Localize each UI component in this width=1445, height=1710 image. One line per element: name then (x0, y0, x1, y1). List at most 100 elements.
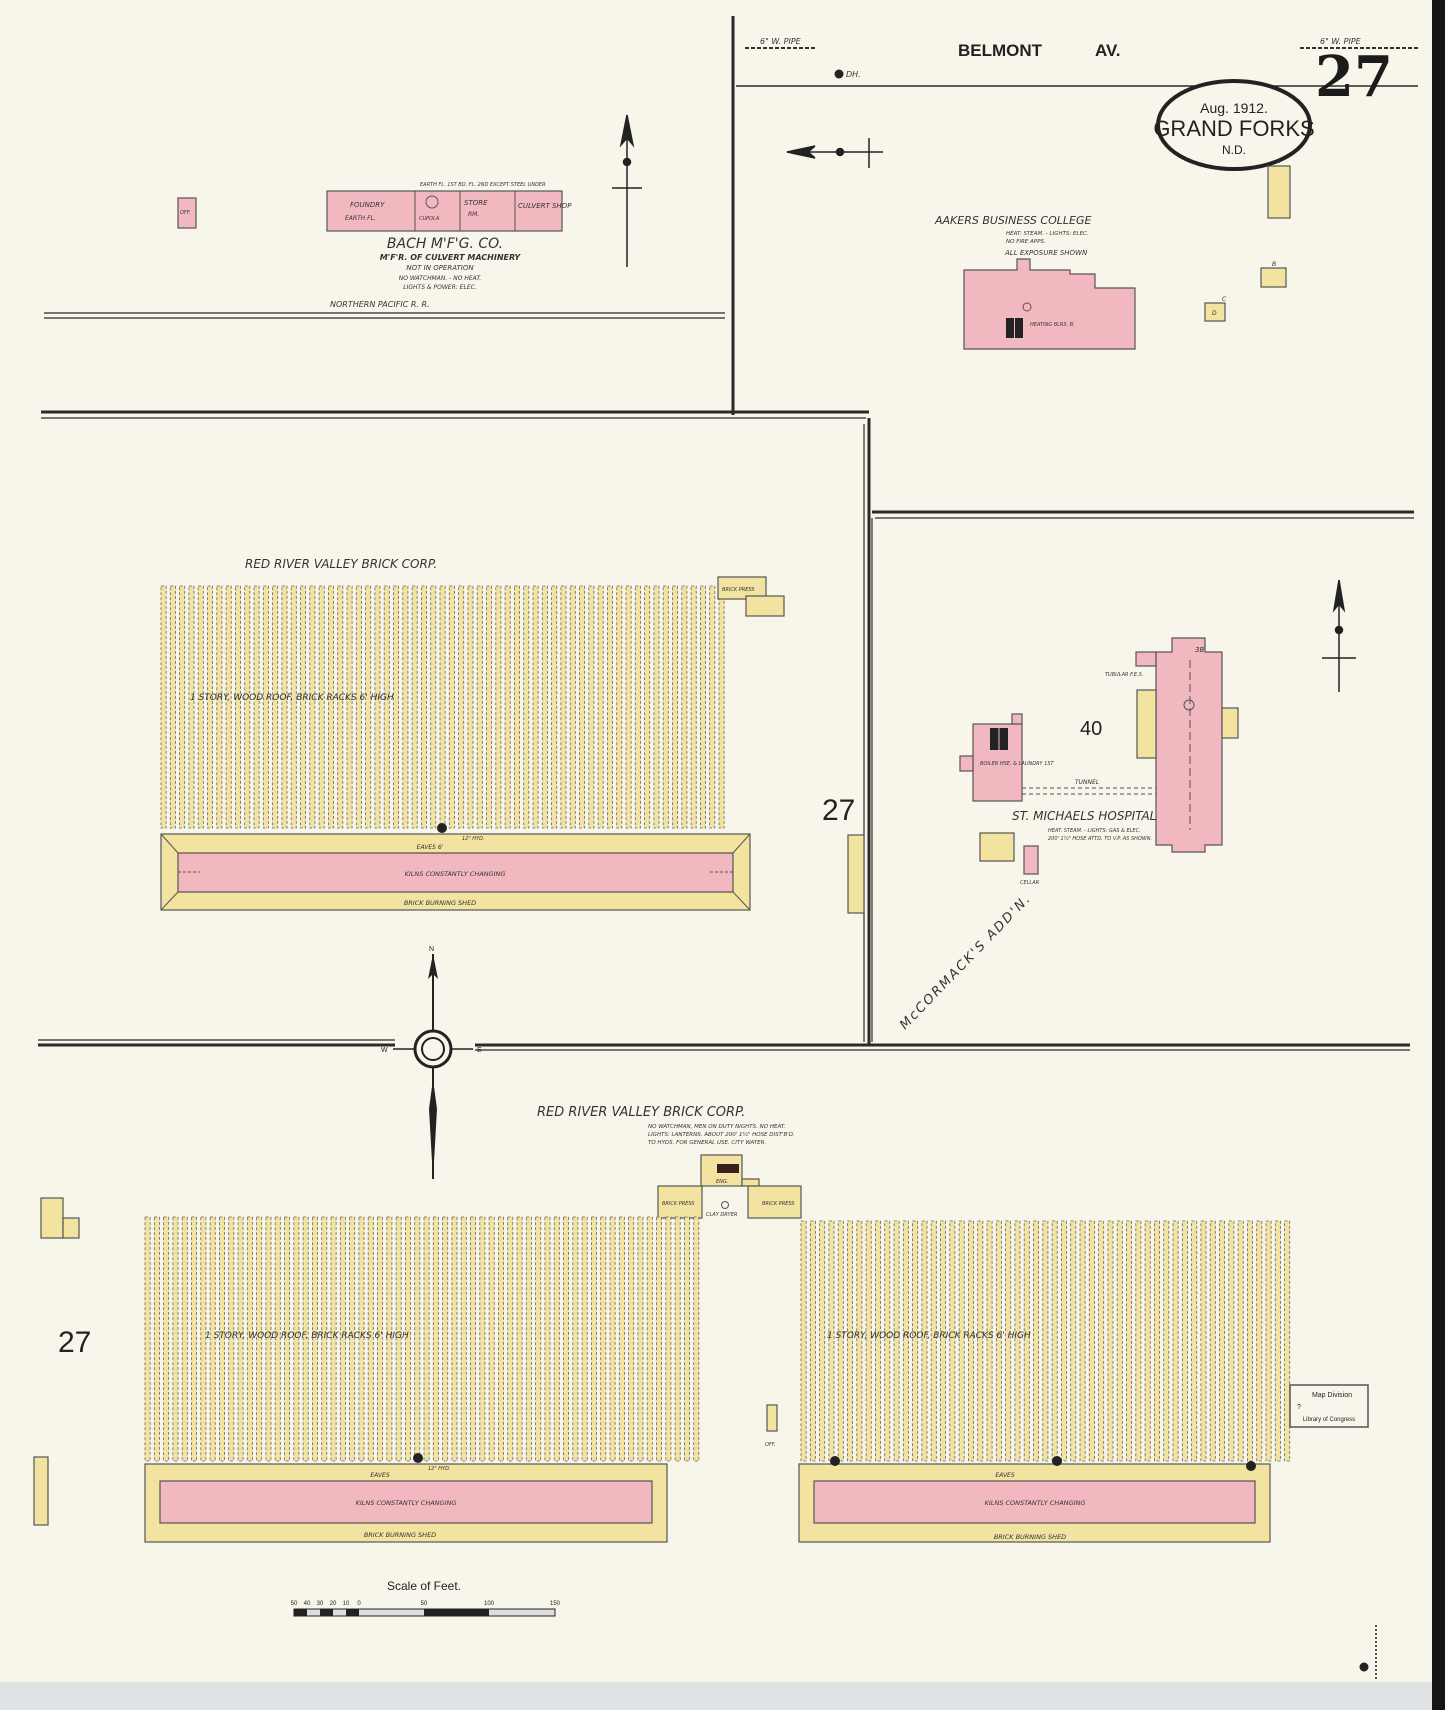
brick-rack (541, 585, 548, 829)
akers-outbuilding-b (1260, 267, 1287, 288)
brick-rack (181, 1216, 188, 1462)
brick-rack (718, 585, 725, 829)
office-south-label: OFF. (765, 1442, 776, 1448)
brick-rack (684, 1216, 690, 1462)
street-belmont-suffix: AV. (1095, 41, 1121, 60)
brick-rack (1274, 1220, 1281, 1462)
hydrant-dh (834, 69, 844, 79)
bach-subtitle: M'F'R. OF CULVERT MACHINERY (380, 253, 522, 262)
brick-rack (544, 1216, 551, 1462)
brick-rack (912, 1220, 919, 1462)
brick-rack (256, 1216, 263, 1462)
brick-rack (448, 585, 455, 829)
brick-rack (569, 585, 576, 829)
kiln-shed-north (160, 833, 751, 911)
brick-rack (1033, 1220, 1040, 1462)
brick-rack (300, 585, 307, 829)
brick-rack (551, 585, 558, 829)
brick-north-press: BRICK PRESS (717, 576, 785, 617)
brick-rack (495, 585, 502, 829)
hospital-shed (979, 832, 1015, 862)
scale-tick-label: 100 (484, 1601, 495, 1607)
railroad-label: NORTHERN PACIFIC R. R. (330, 300, 430, 309)
brick-rack (451, 1216, 458, 1462)
left-edge-building-3 (33, 1456, 49, 1526)
brick-rack (197, 585, 204, 829)
brick-rack (958, 1220, 965, 1462)
kilns-north: KILNS CONSTANTLY CHANGING (405, 870, 506, 878)
brick-rack (327, 585, 334, 829)
brick-rack (1014, 1220, 1021, 1462)
brick-rack (1023, 1220, 1030, 1462)
brick-rack (1126, 1220, 1133, 1462)
brick-rack (1135, 1220, 1142, 1462)
brick-rack (1154, 1220, 1160, 1462)
brick-rack (309, 585, 316, 829)
hospital-cellar (1023, 845, 1039, 875)
brick-rack (262, 585, 269, 829)
brick-rack (330, 1216, 337, 1462)
brick-rack (847, 1220, 854, 1462)
outbuilding-label-b: B (1272, 261, 1276, 268)
brick-press-right (747, 1185, 802, 1219)
brick-rack (597, 585, 604, 829)
clay-dryer (721, 1201, 729, 1209)
brick-rack (563, 1216, 570, 1462)
brick-rack (365, 585, 372, 829)
brick-south-note2: LIGHTS: LANTERNS. ABOUT 200' 1½" HOSE DI… (648, 1131, 795, 1138)
brick-rack (386, 1216, 393, 1462)
tubular-fe-label: TUBULAR F.E.S. (1105, 672, 1143, 678)
brick-rack (290, 585, 297, 829)
brick-rack (358, 1216, 365, 1462)
hydrant-se-2 (1052, 1456, 1062, 1466)
brick-rack (516, 1216, 523, 1462)
brick-rack (507, 1216, 514, 1462)
brick-rack (163, 1216, 170, 1462)
store-label: STORE (464, 199, 488, 207)
brick-rack (411, 585, 418, 829)
brick-rack (1116, 1220, 1123, 1462)
brick-rack (1042, 1220, 1049, 1462)
scale-tick-label: 20 (330, 1601, 337, 1607)
shed-sw: BRICK BURNING SHED (364, 1531, 436, 1539)
hydrant-se-1 (830, 1456, 840, 1466)
akers-note2: NO FIRE APPS. (1006, 239, 1046, 245)
compass-rose-icon: N W E (381, 946, 482, 1179)
brick-rack (819, 1220, 826, 1462)
brick-rack (1265, 1220, 1272, 1462)
bach-office (177, 197, 197, 229)
bach-office-label: OFF. (180, 210, 191, 216)
brick-rack (160, 585, 167, 829)
bach-name: BACH M'F'G. CO. (387, 236, 503, 252)
water-pipe-left: 6" W. PIPE (760, 37, 802, 46)
brick-rack (607, 585, 613, 829)
brick-north-name: RED RIVER VALLEY BRICK CORP. (245, 557, 437, 571)
north-arrow-icon (612, 114, 642, 267)
scale-segment (294, 1609, 307, 1616)
brick-rack (616, 585, 623, 829)
brick-press-left (657, 1185, 703, 1219)
brick-racks-southeast (800, 1220, 1291, 1462)
brick-rack (656, 1216, 663, 1462)
brick-rack (1163, 1220, 1170, 1462)
shed-north: BRICK BURNING SHED (404, 899, 476, 907)
eaves-se: EAVES (995, 1472, 1014, 1479)
bach-note1: NO WATCHMAN. - NO HEAT. (399, 275, 482, 282)
hydrant-sw (413, 1453, 423, 1463)
brick-rack (225, 585, 232, 829)
adjacent-building (847, 834, 865, 914)
brick-rack (809, 1220, 816, 1462)
brick-rack (228, 1216, 235, 1462)
outbuilding-label-c: C (1222, 296, 1227, 303)
scale-tick-label: 0 (357, 1601, 361, 1607)
brick-rack (609, 1216, 616, 1462)
brick-rack (560, 585, 567, 829)
brick-racks-southwest (144, 1216, 700, 1462)
brick-rack (1256, 1220, 1263, 1462)
brick-rack (486, 585, 493, 829)
eng-label: ENG. (716, 1179, 728, 1185)
brick-rack (234, 585, 241, 829)
akers-outbuilding-c (1204, 302, 1226, 322)
brick-rack (837, 1220, 844, 1462)
scale-tick-label: 40 (304, 1601, 311, 1607)
